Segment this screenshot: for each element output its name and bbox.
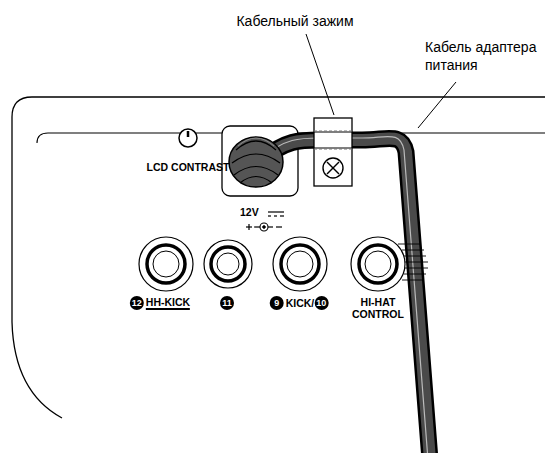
jack-number: 10 [314,296,328,310]
leader-line [418,82,456,128]
jack-number: 9 [270,296,284,310]
jack-label-group: 9KICK/10 [270,296,331,310]
control-label: LCD CONTRAST [147,161,230,173]
jack-label: KICK/ [286,297,315,309]
screw [323,158,343,178]
jack-label: HI-HAT CONTROL [343,296,413,320]
knob-indicator [187,131,190,137]
callout-label: Кабель адаптера питания [425,38,549,74]
leader-line [306,34,334,115]
jack-sockets [139,237,428,291]
jack-label-group: 12HH-KICK [130,296,190,310]
cable-clamp [314,118,352,186]
power-rating: 12V [240,206,259,218]
cable-coil [229,137,283,187]
jack-label-group: 11 [220,296,236,310]
jack-number: 11 [220,296,234,310]
jack-label: HH-KICK [146,296,190,310]
callout-label: Кабельный зажим [236,12,353,30]
jack-number: 12 [130,296,144,310]
contrast-knob [179,129,197,147]
